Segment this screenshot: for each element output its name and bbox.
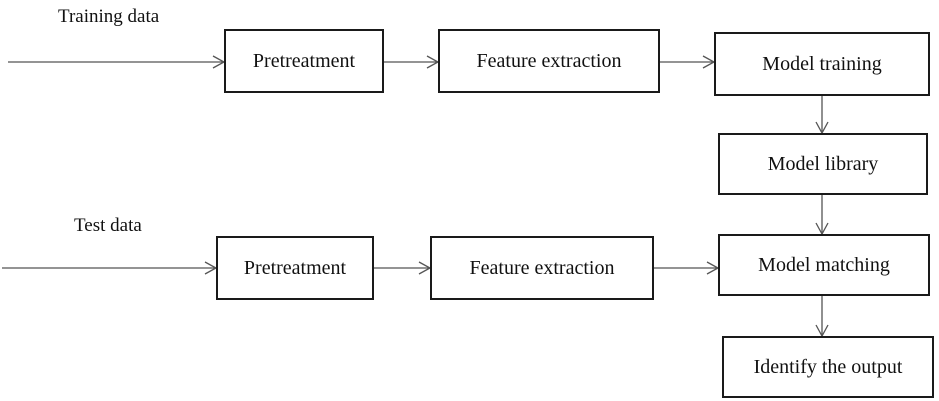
model-matching-box: Model matching	[718, 234, 930, 296]
test-feature-extraction-box: Feature extraction	[430, 236, 654, 300]
train-pretreatment-box: Pretreatment	[224, 29, 384, 93]
test-feature-extraction-label: Feature extraction	[469, 256, 615, 279]
identify-output-label: Identify the output	[753, 355, 903, 378]
arrow-library-to-matching	[815, 195, 829, 236]
model-library-label: Model library	[767, 152, 879, 175]
arrow-model-training-to-library	[815, 96, 829, 135]
training-data-label: Training data	[58, 6, 160, 27]
model-library-box: Model library	[718, 133, 928, 195]
model-training-box: Model training	[714, 32, 930, 96]
train-feature-extraction-label: Feature extraction	[476, 49, 622, 72]
arrow-training-input	[8, 55, 226, 69]
train-pretreatment-label: Pretreatment	[252, 49, 356, 72]
model-training-label: Model training	[762, 52, 882, 75]
arrow-train-pretreatment-to-feature	[384, 55, 440, 69]
arrow-train-feature-to-model-training	[660, 55, 716, 69]
test-pretreatment-box: Pretreatment	[216, 236, 374, 300]
arrow-matching-to-output	[815, 296, 829, 338]
model-matching-label: Model matching	[758, 253, 890, 276]
test-data-label: Test data	[74, 215, 142, 236]
arrow-test-feature-to-matching	[654, 261, 720, 275]
train-feature-extraction-box: Feature extraction	[438, 29, 660, 93]
test-pretreatment-label: Pretreatment	[243, 256, 347, 279]
arrow-test-input	[2, 261, 218, 275]
arrow-test-pretreatment-to-feature	[374, 261, 432, 275]
identify-output-box: Identify the output	[722, 336, 934, 398]
